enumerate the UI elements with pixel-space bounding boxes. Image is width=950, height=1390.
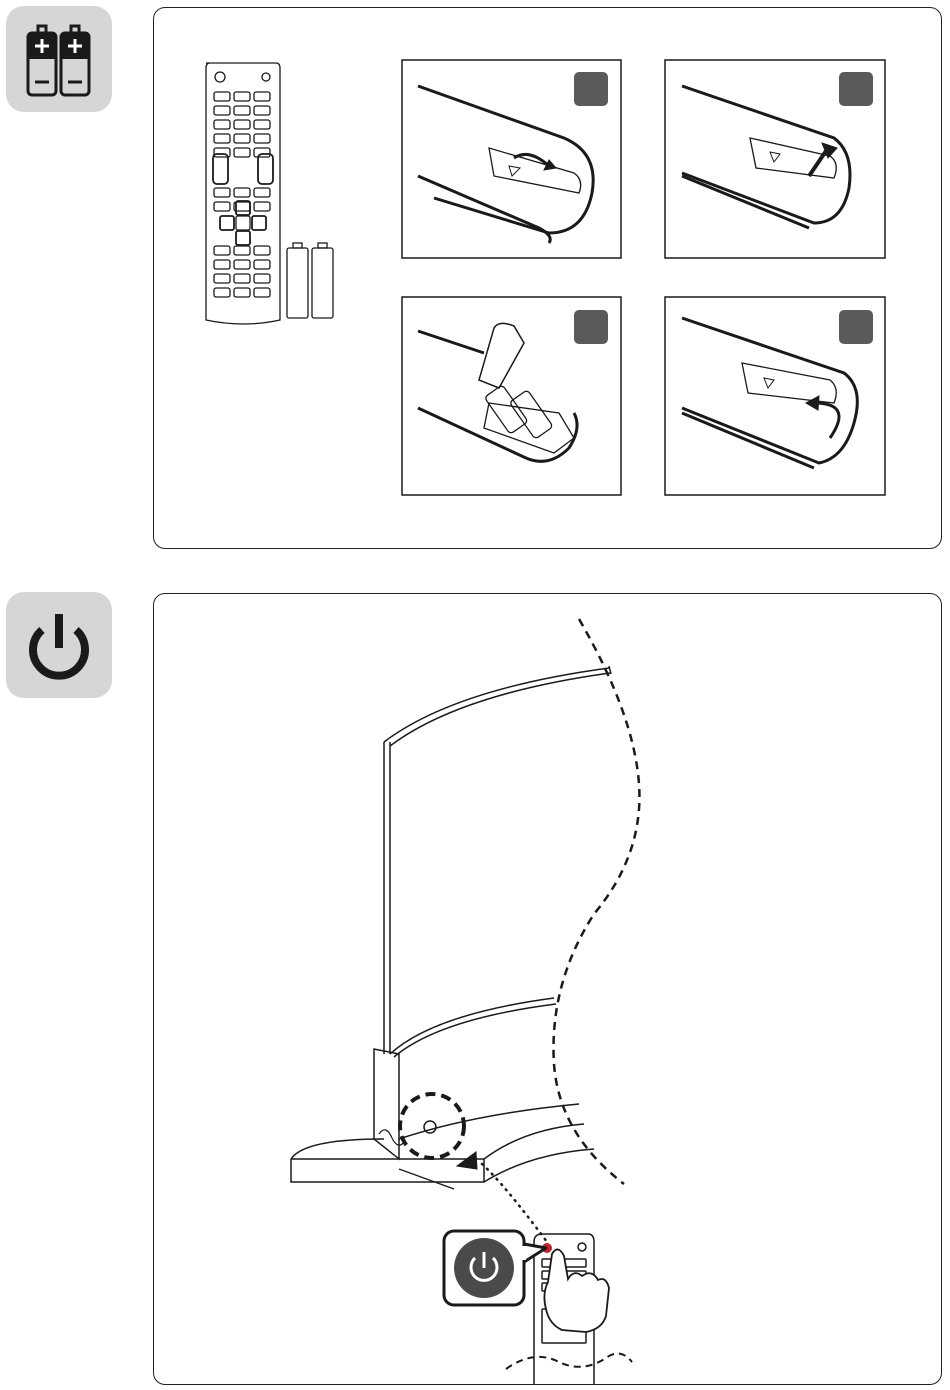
remote-key [214,202,230,211]
remote-key [254,246,270,255]
remote-key [234,106,250,115]
remote-key [234,92,250,101]
battery-install-illustration [154,8,943,550]
step-3-drawing [418,323,577,461]
remote-key [234,260,250,269]
remote-key [254,288,270,297]
remote-key [214,188,230,197]
remote-key [214,134,230,143]
remote-key [234,148,250,157]
pressing-hand [544,1249,609,1332]
remote-key [254,260,270,269]
step-4-badge [839,310,873,344]
power-section-icon [6,592,112,698]
remote-key [214,260,230,269]
step-1-drawing [418,86,593,243]
power-callout [444,1231,546,1305]
remote-key [234,288,250,297]
step-frames [402,60,885,495]
remote-key [214,274,230,283]
battery-section-icon [6,6,112,112]
remote-key [234,274,250,283]
step-4-drawing [682,318,857,468]
remote-key [214,92,230,101]
remote-key [214,120,230,129]
step-2-badge [839,72,873,106]
remote-key [214,106,230,115]
cut-line [554,619,640,1184]
power-on-illustration [154,594,943,1386]
bottom-cut-line [506,1354,632,1369]
power-on-panel [153,593,942,1385]
step-2-drawing [682,86,850,228]
remote-key [254,188,270,197]
display-outline [384,666,611,1057]
battery-install-panel [153,7,942,549]
remote-key [254,202,270,211]
remote-key [234,134,250,143]
step-1-badge [574,72,608,106]
remote-key [234,246,250,255]
remote-key [214,288,230,297]
battery-pair-icon [6,6,112,112]
step-badges [574,72,873,344]
stand [291,1049,594,1189]
step-3-badge [574,310,608,344]
remote-key [254,134,270,143]
remote-key [214,246,230,255]
remote-key [254,92,270,101]
remote-control [206,63,280,324]
loose-batteries [287,243,333,318]
remote-key [234,120,250,129]
ir-sensor-highlight [400,1094,477,1169]
remote-key [254,120,270,129]
remote-key [234,188,250,197]
remote-key [254,148,270,157]
remote-key [254,274,270,283]
power-icon [6,592,112,698]
remote-key [254,106,270,115]
